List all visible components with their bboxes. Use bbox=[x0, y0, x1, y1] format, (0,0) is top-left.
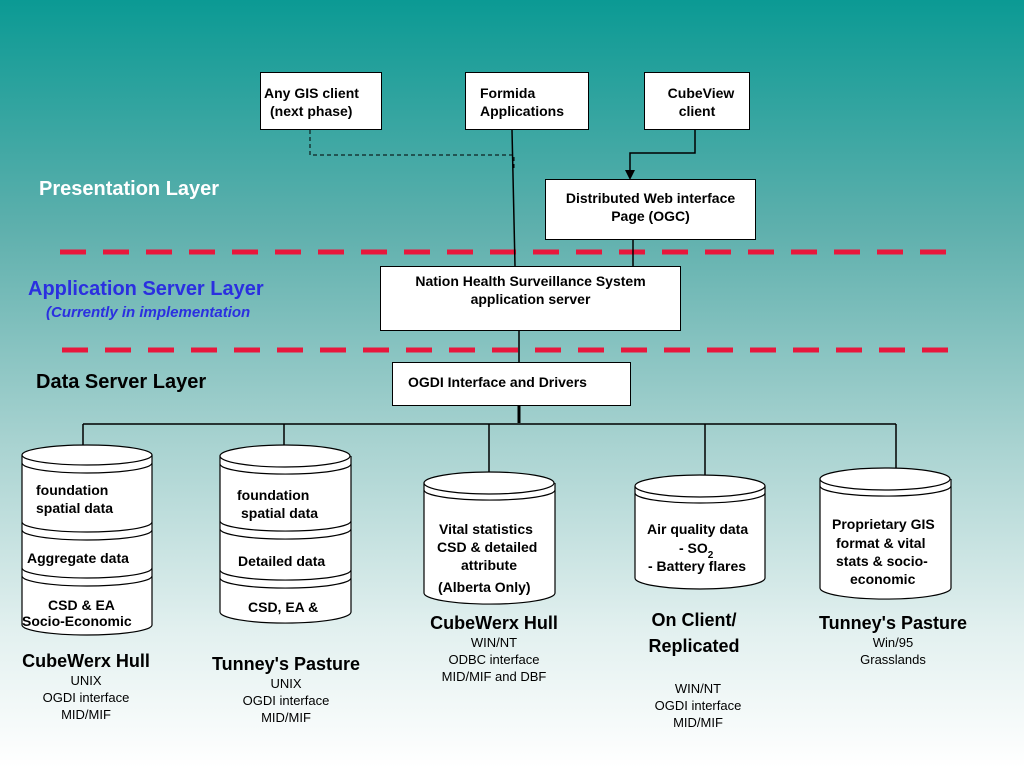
db4-line-1: Air quality data bbox=[647, 521, 749, 537]
db4-detail-1: WIN/NT bbox=[674, 681, 722, 696]
formida-line-1: Formida bbox=[480, 85, 536, 101]
web-interface-box: Distributed Web interface Page (OGC) bbox=[545, 179, 756, 240]
db5-caption: Tunney's Pasture Win/95 Grasslands bbox=[800, 612, 986, 668]
db1-seg3-line-2: Socio-Economic bbox=[22, 613, 132, 629]
db4-details: WIN/NT OGDI interface MID/MIF bbox=[618, 680, 778, 731]
db1-detail-3: MID/MIF bbox=[61, 707, 111, 722]
db1-seg3-line-1: CSD & EA bbox=[48, 597, 115, 613]
db2-name: Tunney's Pasture bbox=[212, 654, 360, 674]
db4-name-line-2: Replicated bbox=[648, 636, 740, 656]
db3-line-3: attribute bbox=[461, 557, 517, 573]
gis-client-box: Any GIS client (next phase) bbox=[260, 72, 382, 130]
app-server-line-2: application server bbox=[470, 291, 591, 307]
db5-line-2: format & vital bbox=[836, 535, 926, 551]
database-cylinder-4 bbox=[634, 474, 766, 590]
web-interface-line-1: Distributed Web interface bbox=[565, 190, 736, 206]
cubeview-arrow bbox=[625, 170, 635, 180]
app-server-line-1: Nation Health Surveillance System bbox=[415, 273, 646, 289]
db4-line-3: - Battery flares bbox=[648, 558, 747, 574]
db2-caption: Tunney's Pasture UNIX OGDI interface MID… bbox=[200, 653, 372, 726]
gis-client-line-1: Any GIS client bbox=[264, 85, 359, 101]
database-cylinder-2 bbox=[219, 444, 352, 624]
db1-detail-1: UNIX bbox=[70, 673, 102, 688]
cubeview-line-2: client bbox=[678, 103, 716, 119]
db4-detail-2: OGDI interface bbox=[654, 698, 742, 713]
db4-caption: On Client/ Replicated bbox=[614, 607, 774, 659]
database-cylinder-5 bbox=[819, 467, 952, 600]
db4-line-2-sub: 2 bbox=[707, 550, 714, 561]
db4-line-2: - SO2 bbox=[679, 539, 714, 561]
db5-name: Tunney's Pasture bbox=[819, 613, 967, 633]
db3-line-4: (Alberta Only) bbox=[438, 579, 531, 595]
db5-detail-1: Win/95 bbox=[872, 635, 914, 650]
cubeview-box: CubeView client bbox=[644, 72, 750, 130]
db2-seg1-line-2: spatial data bbox=[241, 505, 319, 521]
db4-detail-3: MID/MIF bbox=[673, 715, 723, 730]
db3-detail-2: ODBC interface bbox=[448, 652, 540, 667]
formida-link bbox=[511, 129, 516, 267]
ogdi-box: OGDI Interface and Drivers bbox=[392, 362, 631, 406]
database-cylinder-3 bbox=[423, 471, 556, 605]
db2-seg2: Detailed data bbox=[238, 553, 326, 569]
db3-detail-3: MID/MIF and DBF bbox=[441, 669, 547, 684]
db2-seg1-line-1: foundation bbox=[237, 487, 310, 503]
db1-seg1-line-1: foundation bbox=[36, 482, 109, 498]
gis-client-line-2: (next phase) bbox=[270, 103, 353, 119]
data-layer-label: Data Server Layer bbox=[36, 371, 207, 393]
cubeview-line-1: CubeView bbox=[667, 85, 735, 101]
db5-line-1: Proprietary GIS bbox=[832, 516, 935, 532]
db2-detail-2: OGDI interface bbox=[242, 693, 330, 708]
db5-detail-2: Grasslands bbox=[860, 652, 926, 667]
db4-line-2-text: - SO bbox=[679, 540, 708, 556]
app-server-box: Nation Health Surveillance System applic… bbox=[380, 266, 681, 331]
db1-detail-2: OGDI interface bbox=[42, 690, 130, 705]
cubeview-link bbox=[629, 130, 696, 170]
db3-caption: CubeWerx Hull WIN/NT ODBC interface MID/… bbox=[412, 612, 576, 685]
db1-seg1-line-2: spatial data bbox=[36, 500, 114, 516]
db1-name: CubeWerx Hull bbox=[22, 651, 150, 671]
ogdi-label: OGDI Interface and Drivers bbox=[408, 374, 587, 390]
db2-seg3: CSD, EA & bbox=[248, 599, 319, 615]
db5-line-4: economic bbox=[850, 571, 916, 587]
db5-line-3: stats & socio- bbox=[836, 553, 928, 569]
gis-client-dashed-link bbox=[309, 130, 515, 170]
db3-detail-1: WIN/NT bbox=[470, 635, 518, 650]
db2-detail-3: MID/MIF bbox=[261, 710, 311, 725]
presentation-layer-label: Presentation Layer bbox=[39, 178, 220, 200]
db2-detail-1: UNIX bbox=[270, 676, 302, 691]
db4-name-line-1: On Client/ bbox=[651, 610, 737, 630]
application-layer-label: Application Server Layer bbox=[28, 278, 264, 300]
web-interface-line-2: Page (OGC) bbox=[611, 208, 690, 224]
db3-line-1: Vital statistics bbox=[439, 521, 533, 537]
formida-box: Formida Applications bbox=[465, 72, 589, 130]
db3-line-2: CSD & detailed bbox=[437, 539, 538, 555]
db1-seg2: Aggregate data bbox=[27, 550, 129, 566]
db3-name: CubeWerx Hull bbox=[430, 613, 558, 633]
formida-line-2: Applications bbox=[480, 103, 565, 119]
application-layer-note: (Currently in implementation bbox=[46, 304, 251, 321]
database-cylinder-1 bbox=[21, 444, 153, 636]
db1-caption: CubeWerx Hull UNIX OGDI interface MID/MI… bbox=[4, 650, 168, 723]
